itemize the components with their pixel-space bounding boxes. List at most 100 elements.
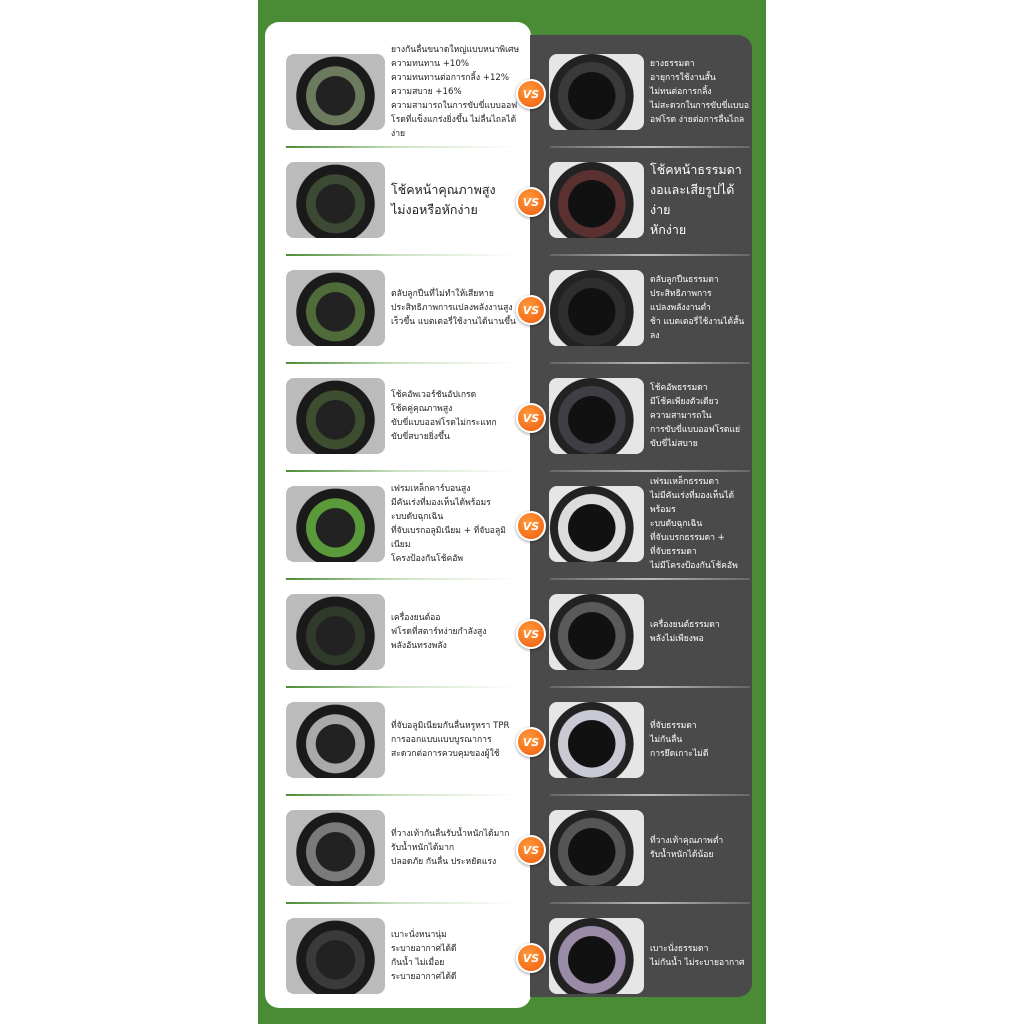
feature-line: โช้คอัพเวอร์ชันอัปเกรด [391,390,477,400]
feature-line: เบาะนั่งหนานุ่ม [391,930,447,940]
feature-line: เฟรมเหล็กคาร์บอนสูง [391,484,471,494]
ordinary-feature-text: ยางธรรมดาอายุการใช้งานสั้นไม่ทนต่อการกลิ… [650,40,752,144]
comparison-row: เฟรมเหล็กคาร์บอนสูงมีคันเร่งที่มองเห็นได… [265,472,752,580]
divider [286,578,516,580]
comparison-row: เบาะนั่งหนานุ่มระบายอากาศได้ดีกันน้ำ ไม่… [265,904,752,1012]
feature-line: มีคันเร่งที่มองเห็นได้พร้อมร [391,498,491,508]
feature-line: หักง่าย [650,222,687,237]
ordinary-feature-text: ตลับลูกปืนธรรมดาประสิทธิภาพการแปลงพลังงา… [650,256,752,360]
premium-part-photo [286,486,385,562]
divider [286,254,516,256]
feature-line: โช้คอัพธรรมดา [650,383,708,393]
vs-badge-icon: VS [516,511,546,541]
feature-line: เครื่องยนต์ออ [391,613,441,623]
vs-badge-icon: VS [516,835,546,865]
ordinary-part-photo [549,378,644,454]
comparison-row: เครื่องยนต์ออฟโรดที่สตาร์ทง่ายกำลังสูงพล… [265,580,752,688]
feature-line: เฟรมเหล็กธรรมดา [650,477,719,487]
feature-line: เครื่องยนต์ธรรมดา [650,620,720,630]
feature-line: เบาะนั่งธรรมดา [650,944,709,954]
feature-line: ความสบาย +16% [391,87,462,97]
ordinary-feature-text: เบาะนั่งธรรมดาไม่กันน้ำ ไม่ระบายอากาศ [650,904,752,1008]
premium-part-photo [286,162,385,238]
divider [550,470,750,472]
feature-line: สะดวกต่อการควบคุมของผู้ใช้ [391,749,500,759]
premium-part-photo [286,594,385,670]
feature-line: ความทนทาน +10% [391,59,470,69]
premium-feature-text: ตลับลูกปืนที่ไม่ทำให้เสียหายประสิทธิภาพก… [391,256,521,360]
feature-line: รับน้ำหนักได้น้อย [650,850,714,860]
divider [550,146,750,148]
premium-feature-text: ยางกันลื่นขนาดใหญ่แบบหนาพิเศษความทนทาน +… [391,40,521,144]
comparison-row: ที่วางเท้ากันลื่นรับน้ำหนักได้มากรับน้ำห… [265,796,752,904]
feature-line: อฟโรด ง่ายต่อการลื่นไถล [650,115,745,125]
premium-feature-text: เครื่องยนต์ออฟโรดที่สตาร์ทง่ายกำลังสูงพล… [391,580,521,684]
feature-line: ที่จับเบรกอลูมิเนียม + ที่จับอลูมิเนียม [391,526,506,550]
ordinary-feature-text: โช้คหน้าธรรมดางอและเสียรูปได้ง่ายหักง่าย [650,148,752,252]
ordinary-part-photo [549,162,644,238]
feature-line: มีโช้คเพียงตัวเดียว [650,397,719,407]
feature-line: ตลับลูกปืนธรรมดา [650,275,719,285]
feature-line: การขับขี่แบบออฟโรดแย่ [650,425,741,435]
divider [286,686,516,688]
feature-line: ประสิทธิภาพการ [650,289,712,299]
premium-feature-text: ที่วางเท้ากันลื่นรับน้ำหนักได้มากรับน้ำห… [391,796,521,900]
feature-line: เร็วขึ้น แบตเตอรี่ใช้งานได้นานขึ้น [391,317,516,327]
feature-line: โครงป้องกันโช้คอัพ [391,554,464,564]
feature-line: ที่วางเท้ากันลื่นรับน้ำหนักได้มาก [391,829,510,839]
premium-part-photo [286,378,385,454]
divider [286,794,516,796]
feature-line: พลังไม่เพียงพอ [650,634,704,644]
vs-badge-icon: VS [516,79,546,109]
feature-line: ขับขี่สบายยิ่งขึ้น [391,432,450,442]
feature-line: ไม่กันลื่น [650,735,683,745]
ordinary-part-photo [549,270,644,346]
vs-badge-icon: VS [516,187,546,217]
feature-line: ะบบดับฉุกเฉิน [650,519,703,529]
comparison-row: ตลับลูกปืนที่ไม่ทำให้เสียหายประสิทธิภาพก… [265,256,752,364]
premium-part-photo [286,810,385,886]
ordinary-part-photo [549,918,644,994]
feature-line: ความทนทานต่อการกลิ้ง +12% [391,73,510,83]
vs-badge-icon: VS [516,727,546,757]
feature-line: ระบายอากาศได้ดี [391,944,457,954]
premium-part-photo [286,54,385,130]
divider [550,362,750,364]
feature-line: ระบายอากาศได้ดี [391,972,457,982]
ordinary-feature-text: เครื่องยนต์ธรรมดาพลังไม่เพียงพอ [650,580,752,684]
feature-line: การยึดเกาะไม่ดี [650,749,709,759]
feature-line: การออกแบบแบบบูรณาการ [391,735,492,745]
feature-line: ไม่กันน้ำ ไม่ระบายอากาศ [650,958,745,968]
feature-line: ไม่ทนต่อการกลิ้ง [650,87,712,97]
comparison-row: โช้คหน้าคุณภาพสูงไม่งอหรือหักง่าย VS โช้… [265,148,752,256]
premium-feature-text: โช้คหน้าคุณภาพสูงไม่งอหรือหักง่าย [391,148,521,252]
divider [550,794,750,796]
premium-feature-text: เฟรมเหล็กคาร์บอนสูงมีคันเร่งที่มองเห็นได… [391,472,521,576]
feature-line: ความสามารถใน [650,411,712,421]
feature-line: ปลอดภัย กันลื่น ประหยัดแรง [391,857,497,867]
divider [286,902,516,904]
feature-line: รับน้ำหนักได้มาก [391,843,455,853]
feature-line: โช้คคู่คุณภาพสูง [391,404,453,414]
vs-badge-icon: VS [516,295,546,325]
ordinary-feature-text: โช้คอัพธรรมดามีโช้คเพียงตัวเดียวความสามา… [650,364,752,468]
vs-badge-icon: VS [516,943,546,973]
feature-line: ขับขี่แบบออฟโรดไม่กระแทก [391,418,497,428]
comparison-row: โช้คอัพเวอร์ชันอัปเกรดโช้คคู่คุณภาพสูงขั… [265,364,752,472]
ordinary-feature-text: เฟรมเหล็กธรรมดาไม่มีคันเร่งที่มองเห็นได้… [650,472,752,576]
ordinary-feature-text: ที่จับธรรมดาไม่กันลื่นการยึดเกาะไม่ดี [650,688,752,792]
divider [286,470,516,472]
feature-line: โรดที่แข็งแกร่งยิ่งขึ้น ไม่ลื่นไถลได้ง่า… [391,115,517,139]
feature-line: ช้า แบตเตอรี่ใช้งานได้สั้นลง [650,317,745,341]
feature-line: ะบบดับฉุกเฉิน [391,512,444,522]
feature-line: ที่จับเบรกธรรมดา + [650,533,725,543]
feature-line: โช้คหน้าธรรมดา [650,162,742,177]
feature-line: แปลงพลังงานต่ำ [650,303,711,313]
feature-line: ยางธรรมดา [650,59,695,69]
feature-line: ไม่งอหรือหักง่าย [391,202,478,217]
divider [550,254,750,256]
divider [286,146,516,148]
feature-line: อายุการใช้งานสั้น [650,73,716,83]
